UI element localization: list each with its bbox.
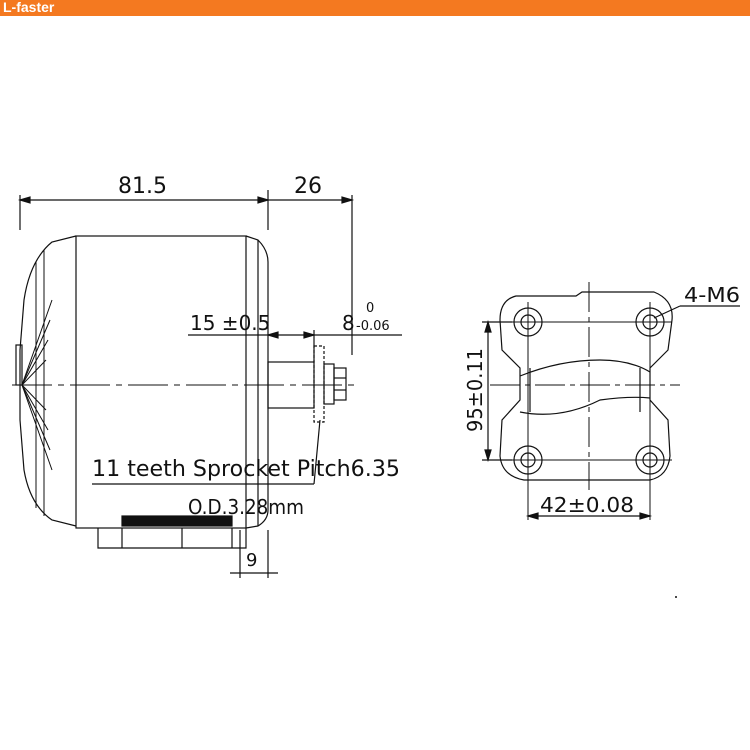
tolerance-upper: 0	[366, 301, 374, 316]
inner-profile	[519, 359, 651, 377]
motor-body	[75, 235, 247, 529]
hole-note-leader	[653, 305, 681, 319]
dim-length-label: 81.5	[118, 174, 167, 199]
hole-note-label: 4-M6	[684, 283, 740, 307]
brand-name: L-faster	[3, 0, 55, 15]
dim-horizontal-label: 42±0.08	[540, 493, 634, 517]
mounting-bracket	[97, 528, 247, 549]
mounting-flange-outline	[499, 291, 673, 481]
shaft-nut	[333, 367, 347, 401]
motor-end-cap	[19, 235, 77, 527]
tolerance-lower: -0.06	[356, 319, 390, 334]
side-view	[12, 190, 402, 578]
dim-bracket-label: 9	[246, 550, 257, 571]
end-cap-ribs	[21, 250, 53, 516]
brand-bar: L-faster	[0, 0, 750, 16]
front-view	[482, 282, 740, 520]
dim-shaft-label: 15 ±0.5	[190, 311, 270, 335]
sprocket-hub	[323, 363, 335, 405]
bracket-plate	[121, 515, 233, 527]
dim-shaft-diameter-label: 8	[342, 311, 355, 335]
rear-boss	[15, 344, 23, 386]
sprocket-note: 11 teeth Sprocket Pitch6.35	[92, 457, 400, 482]
sprocket-od: O.D.3.28mm	[188, 495, 304, 519]
dim-vertical-label: 95±0.11	[463, 348, 487, 432]
dim-shaft-ext-label: 26	[294, 174, 322, 199]
stray-dot	[675, 596, 677, 598]
sprocket	[313, 345, 325, 423]
